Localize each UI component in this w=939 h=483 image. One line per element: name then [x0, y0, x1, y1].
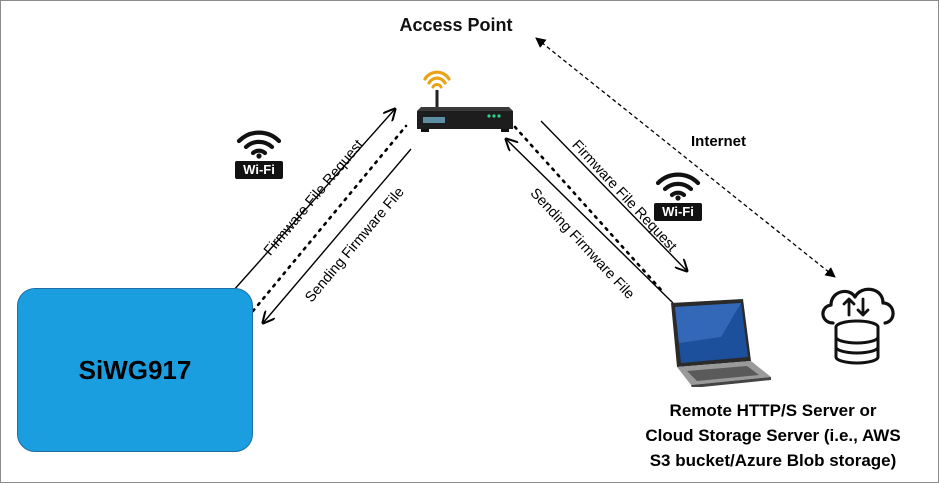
server-label: Remote HTTP/S Server or Cloud Storage Se…	[613, 398, 933, 473]
server-label-line: Remote HTTP/S Server or	[669, 401, 877, 420]
router-icon	[417, 70, 513, 132]
left-dotted-link	[251, 124, 408, 313]
access-point-label: Access Point	[399, 15, 513, 35]
internet-link-arrow	[535, 37, 836, 278]
wifi-badge-text-right: Wi-Fi	[662, 204, 694, 219]
laptop-icon	[671, 299, 771, 387]
left-response-arrow	[263, 148, 412, 323]
wifi-badge-icon-left	[235, 130, 283, 179]
server-label-line: S3 bucket/Azure Blob storage)	[649, 451, 897, 470]
server-label-line: Cloud Storage Server (i.e., AWS	[645, 426, 901, 445]
siwg917-device-box: SiWG917	[17, 288, 253, 452]
left-request-arrow	[232, 109, 395, 292]
device-label: SiWG917	[78, 354, 192, 385]
internet-label: Internet	[691, 133, 747, 150]
cloud-storage-icon	[821, 287, 895, 365]
wifi-badge-icon-right	[654, 172, 702, 221]
wifi-badge-text-left: Wi-Fi	[243, 162, 275, 177]
